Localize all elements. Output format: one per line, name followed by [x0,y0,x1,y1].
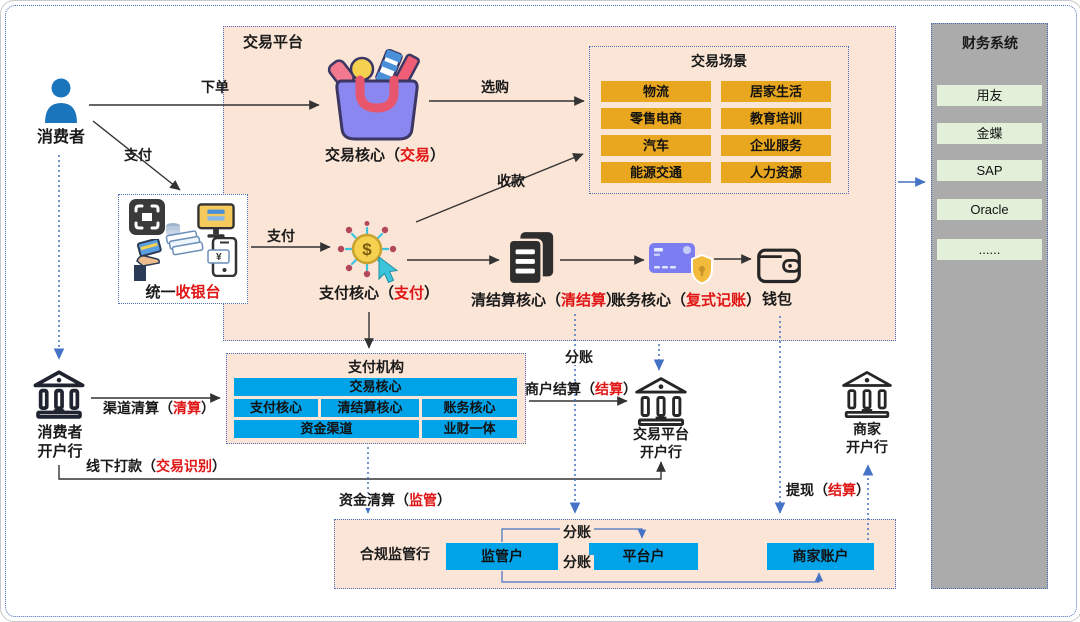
svg-text:$: $ [362,240,372,259]
regulator-bank-title: 合规监管行 [360,546,430,562]
payment-org-cell: 交易核心 [234,378,517,396]
merchant-bank-icon [839,369,895,426]
finance-item: 用友 [937,85,1042,106]
platform-bank-label-2: 开户行 [640,444,682,460]
outer-dotted-frame [5,5,1077,617]
scene-button: 教育培训 [721,108,831,129]
scene-button: 人力资源 [721,162,831,183]
platform-bank-icon [632,375,690,434]
finance-item: ...... [937,239,1042,260]
edge-channel-clearing-label: 渠道清算（清算） [103,400,215,416]
pay-core-icon: $ [337,221,403,290]
finance-systems-panel [931,23,1048,589]
payment-org-cell: 支付核心 [234,399,318,417]
trade-scenes-title: 交易场景 [691,53,747,69]
payment-org-cell: 业财一体 [422,420,517,438]
monitor-icon [197,202,235,245]
edge-offline-payment-label: 线下打款（交易识别） [86,458,226,474]
wallet-label: 钱包 [761,291,793,308]
trade-scenes-box [589,46,849,194]
wallet-icon [756,241,802,292]
edge-merchant-settle-label: 商户结算（结算） [525,381,637,397]
trading-platform-title: 交易平台 [242,34,304,51]
finance-systems-title: 财务系统 [962,35,1018,51]
edge-collect-label: 收款 [497,173,525,189]
consumer-bank-label-2: 开户行 [37,443,83,460]
edge-split-top-label: 分账 [560,524,594,541]
payment-institution-title: 支付机构 [348,359,404,375]
account-core-label: 账务核心（复式记账） [610,292,762,309]
edge-withdraw-label: 提现（结算） [786,482,870,498]
cash-icon [164,221,204,262]
scene-button: 汽车 [601,135,711,156]
edge-pay-diagonal-label: 支付 [124,147,152,163]
scene-button: 零售电商 [601,108,711,129]
qr-scan-icon [129,199,165,240]
regulator-account-cell: 监管户 [446,543,558,570]
phone-pay-icon: ¥ [207,236,239,282]
finance-item: SAP [937,160,1042,181]
scene-button: 居家生活 [721,81,831,102]
payment-org-cell: 清结算核心 [321,399,419,417]
regulator-account-cell: 商家账户 [767,543,874,570]
edge-split-bottom-label: 分账 [560,554,594,571]
pay-core-label: 支付核心（支付） [318,285,440,302]
merchant-bank-label-1: 商家 [853,421,881,437]
finance-item: Oracle [937,199,1042,220]
edge-split-mid-label: 分账 [563,349,595,366]
consumer-bank-icon [31,367,87,428]
unified-cashier-label: 统一收银台 [145,284,221,301]
consumer-label: 消费者 [36,129,86,146]
shopping-bag-icon [327,48,427,144]
scene-button: 企业服务 [721,135,831,156]
clearing-docs-icon [505,231,557,294]
consumer-icon [43,77,79,123]
payment-org-cell: 资金渠道 [234,420,419,438]
regulator-account-cell: 平台户 [589,543,698,570]
merchant-bank-label-2: 开户行 [846,439,888,455]
edge-fund-clearing-label: 资金清算（监管） [337,492,453,509]
svg-text:¥: ¥ [216,252,222,263]
edge-order-label: 下单 [201,79,229,95]
platform-bank-label-1: 交易平台 [633,426,689,442]
trade-core-label: 交易核心（交易） [324,147,446,164]
payment-org-cell: 账务核心 [422,399,517,417]
edge-shop-label: 选购 [481,79,509,95]
scene-button: 物流 [601,81,711,102]
scene-button: 能源交通 [601,162,711,183]
edge-pay-horizontal-label: 支付 [267,228,295,244]
account-card-shield-icon [649,239,713,296]
finance-item: 金蝶 [937,123,1042,144]
card-in-hand-icon [131,237,165,286]
consumer-bank-label-1: 消费者 [37,424,83,441]
clearing-core-label: 清结算核心（清结算） [470,292,622,309]
